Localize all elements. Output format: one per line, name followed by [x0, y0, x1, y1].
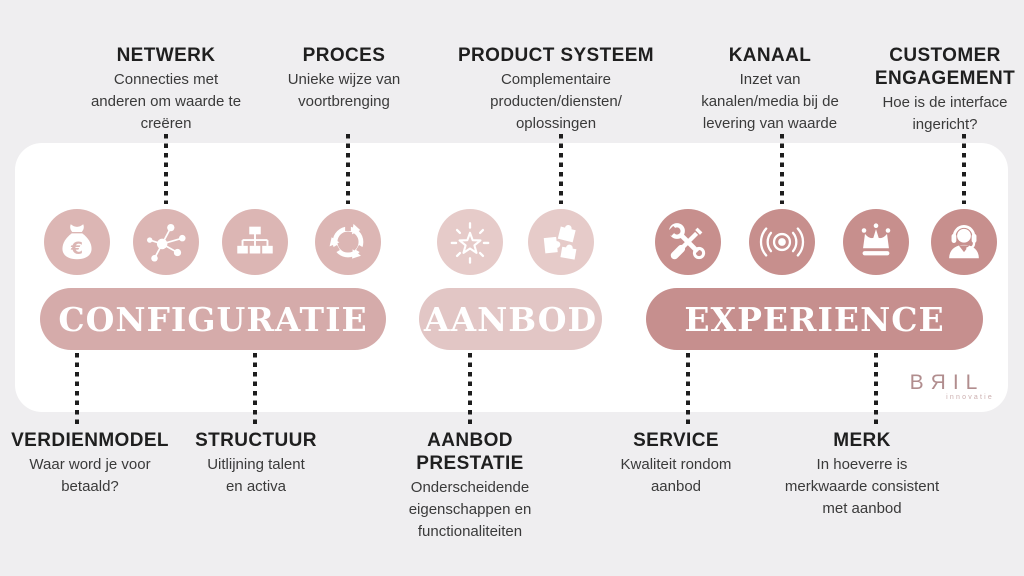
pill-label: EXPERIENCE	[684, 299, 945, 339]
top-label-customer-engagement: CUSTOMER ENGAGEMENT Hoe is de interface …	[855, 44, 1024, 136]
bril-logo-text: BЯIL	[909, 371, 985, 394]
bril-logo: BЯIL innovatie	[894, 371, 1000, 401]
dotted-connector	[780, 134, 784, 204]
signal-waves-icon	[759, 227, 805, 257]
icon-badge-crown	[843, 209, 909, 275]
label-title: NETWERK	[116, 45, 216, 66]
network-nodes-icon	[147, 223, 186, 262]
svg-text:€: €	[70, 239, 83, 259]
icon-badge-tools	[655, 209, 721, 275]
label-title: KANAAL	[728, 45, 812, 66]
puzzle-pieces-icon	[543, 225, 577, 260]
pill-label: CONFIGURATIE	[58, 299, 368, 339]
icon-badge-cycle	[315, 209, 381, 275]
top-label-product-systeem: PRODUCT SYSTEEM Complementaire producten…	[451, 44, 661, 135]
dotted-connector	[962, 134, 966, 204]
label-desc: Uitlijning talent en activa	[207, 456, 305, 495]
dotted-connector	[164, 134, 168, 204]
icon-badge-star	[437, 209, 503, 275]
bottom-label-structuur: STRUCTUUR Uitlijning talent en activa	[166, 429, 346, 498]
label-desc: Onderscheidende eigenschappen en functio…	[408, 479, 532, 540]
label-title: MERK	[833, 430, 891, 451]
bottom-label-verdienmodel: VERDIENMODEL Waar word je voor betaald?	[0, 429, 180, 498]
top-label-kanaal: KANAAL Inzet van kanalen/media bij de le…	[665, 44, 875, 135]
bottom-label-aanbod-prestatie: AANBOD PRESTATIE Onderscheidende eigensc…	[375, 429, 565, 543]
dotted-connector	[559, 134, 563, 204]
label-title: PRODUCT SYSTEEM	[457, 45, 655, 66]
pill-experience: EXPERIENCE	[646, 288, 983, 350]
bril-logo-subtext: innovatie	[946, 394, 994, 401]
icon-badge-puzzle	[528, 209, 594, 275]
label-desc: In hoeverre is merkwaarde consistent met…	[784, 456, 940, 517]
label-desc: Inzet van kanalen/media bij de levering …	[701, 71, 839, 132]
support-agent-icon	[949, 225, 979, 259]
icon-badge-money-bag: €	[44, 209, 110, 275]
label-title: VERDIENMODEL	[11, 430, 169, 451]
dotted-connector	[253, 353, 257, 424]
label-desc: Waar word je voor betaald?	[29, 456, 151, 495]
icon-badge-network	[133, 209, 199, 275]
dotted-connector	[874, 353, 878, 424]
label-desc: Unieke wijze van voortbrenging	[287, 71, 401, 110]
label-desc: Kwaliteit rondom aanbod	[620, 456, 732, 495]
top-label-proces: PROCES Unieke wijze van voortbrenging	[259, 44, 429, 113]
pill-configuratie: CONFIGURATIE	[40, 288, 386, 350]
label-title: SERVICE	[633, 430, 719, 451]
label-title: STRUCTUUR	[195, 430, 317, 451]
label-title: AANBOD PRESTATIE	[416, 430, 524, 474]
top-label-netwerk: NETWERK Connecties met anderen om waarde…	[76, 44, 256, 135]
icon-badge-support	[931, 209, 997, 275]
main-panel	[15, 143, 1008, 412]
pill-label: AANBOD	[423, 299, 598, 339]
icon-badge-signal	[749, 209, 815, 275]
dotted-connector	[686, 353, 690, 424]
label-title: CUSTOMER ENGAGEMENT	[874, 45, 1016, 89]
label-desc: Complementaire producten/diensten/ oplos…	[490, 71, 622, 132]
icon-badge-hierarchy	[222, 209, 288, 275]
bottom-label-service: SERVICE Kwaliteit rondom aanbod	[586, 429, 766, 498]
dotted-connector	[346, 134, 350, 204]
dotted-connector	[468, 353, 472, 424]
label-desc: Connecties met anderen om waarde te creë…	[90, 71, 242, 132]
crown-icon	[861, 223, 891, 256]
hierarchy-icon	[237, 226, 273, 254]
cycle-arrows-icon	[329, 222, 367, 259]
pill-aanbod: AANBOD	[419, 288, 602, 350]
label-title: PROCES	[302, 45, 386, 66]
star-burst-icon	[450, 222, 490, 264]
label-desc: Hoe is de interface ingericht?	[882, 94, 1008, 133]
money-bag-euro-icon: €	[62, 224, 92, 260]
tools-icon	[667, 223, 706, 260]
bottom-label-merk: MERK In hoeverre is merkwaarde consisten…	[757, 429, 967, 520]
dotted-connector	[75, 353, 79, 424]
